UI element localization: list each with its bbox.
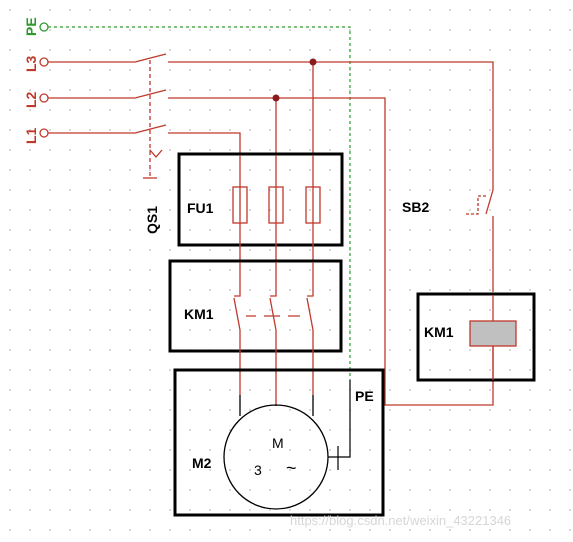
m2-label: M2	[192, 455, 212, 471]
l2-terminal	[39, 93, 49, 103]
l2-line	[39, 89, 494, 406]
pe-terminal	[39, 22, 49, 32]
m2-box	[173, 368, 385, 517]
qs1-switch	[143, 60, 163, 179]
km1-contacts-label: KM1	[184, 306, 214, 322]
km1-contacts-box	[168, 259, 343, 353]
motor-m2: M 3 ~	[223, 380, 351, 510]
fu1-label: FU1	[187, 200, 214, 216]
l2-junction	[272, 94, 280, 102]
km1-main-contacts	[233, 262, 314, 405]
l1-terminal	[39, 128, 49, 138]
pe-line	[39, 22, 351, 380]
line-label-l3: L3	[23, 55, 39, 72]
fu1-box	[177, 152, 344, 247]
pe-terminal-label: PE	[355, 388, 374, 404]
km1-coil-box	[416, 292, 536, 382]
line-label-pe: PE	[23, 17, 39, 36]
motor-phases: 3	[254, 462, 262, 478]
line-label-l2: L2	[23, 91, 39, 108]
motor-ac-symbol: ~	[286, 458, 297, 478]
l3-terminal	[39, 57, 49, 67]
km1-coil	[469, 320, 517, 347]
l3-junction	[309, 58, 317, 66]
line-label-l1: L1	[23, 127, 39, 144]
l1-line	[39, 124, 241, 155]
watermark: https://blog.csdn.net/weixin_43221346	[290, 513, 511, 528]
sb2-label: SB2	[402, 199, 429, 215]
km1-coil-label: KM1	[424, 324, 454, 340]
sb2-pushbutton	[466, 189, 494, 292]
qs1-label: QS1	[144, 206, 160, 234]
l3-line	[39, 53, 494, 190]
fu1-fuses	[232, 155, 321, 262]
motor-letter: M	[272, 435, 284, 451]
